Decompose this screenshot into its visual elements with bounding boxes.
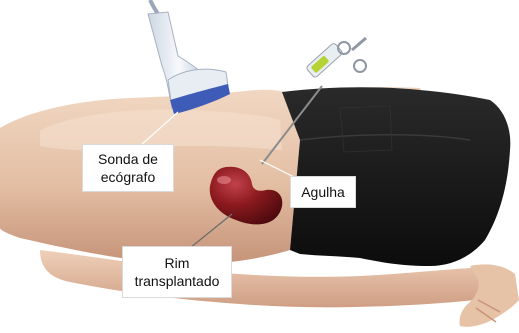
syringe-ring-left bbox=[338, 42, 350, 54]
probe-label: Sonda de ecógrafo bbox=[82, 144, 174, 192]
probe-cable bbox=[150, 0, 158, 14]
probe-label-line-2: ecógrafo bbox=[89, 168, 167, 186]
probe-label-line-1: Sonda de bbox=[89, 150, 167, 168]
kidney-label-line-2: transplantado bbox=[129, 272, 225, 290]
needle-label: Agulha bbox=[290, 176, 356, 208]
needle-label-text: Agulha bbox=[297, 183, 349, 201]
syringe-ring-right bbox=[354, 60, 366, 72]
kidney-label: Rim transplantado bbox=[122, 246, 232, 298]
syringe-plunger bbox=[352, 38, 366, 50]
kidney-highlight bbox=[217, 176, 231, 184]
syringe bbox=[306, 38, 366, 78]
kidney-label-line-1: Rim bbox=[129, 254, 225, 272]
